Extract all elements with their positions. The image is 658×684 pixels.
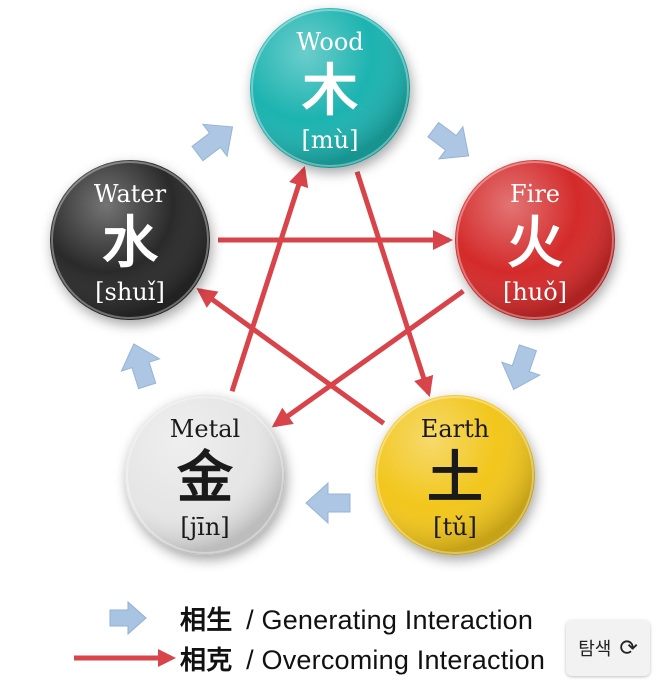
overcoming-arrow-metal-to-wood — [229, 166, 309, 393]
legend-generating: 相生 / Generating Interaction — [70, 598, 630, 638]
overcoming-arrows — [196, 166, 465, 428]
element-fire-english: Fire — [510, 180, 560, 208]
element-earth-english: Earth — [421, 415, 489, 443]
generating-arrow-icon — [70, 598, 180, 638]
element-water-english: Water — [94, 180, 167, 208]
search-badge[interactable]: 탐색 ⟳ — [566, 620, 650, 676]
element-wood-chinese: 木 — [302, 59, 358, 124]
element-water-chinese: 水 — [102, 211, 159, 276]
legend-overcoming-chinese: 相克 — [180, 645, 233, 676]
search-badge-label: 탐색 — [578, 639, 612, 660]
element-wood: Wood 木[mù] — [250, 8, 410, 168]
element-metal-pinyin: [jīn] — [180, 513, 229, 541]
element-metal-chinese: 金 — [176, 446, 234, 511]
element-circles: Wood 木[mù] Fire 火[huǒ] Earth 土[tǔ] Metal 金[jīn]… — [50, 8, 615, 555]
legend-generating-label: / Generating Interaction — [246, 604, 534, 635]
element-metal-english: Metal — [170, 415, 240, 443]
legend-overcoming-label: / Overcoming Interaction — [246, 644, 546, 675]
element-metal: Metal 金[jīn] — [125, 395, 285, 555]
element-water-pinyin: [shuǐ] — [95, 278, 165, 306]
generating-arrow-water-to-wood — [191, 123, 234, 162]
element-earth-chinese: 土 — [427, 446, 483, 511]
generating-arrow-wood-to-fire — [427, 121, 470, 160]
element-fire: Fire 火[huǒ] — [455, 160, 615, 320]
overcoming-arrow-earth-to-water — [196, 288, 386, 426]
legend-overcoming: 相克 / Overcoming Interaction — [70, 638, 630, 678]
overcoming-arrow-icon — [70, 638, 180, 678]
generating-arrows — [120, 121, 541, 525]
element-water: Water 水[shuǐ] — [50, 160, 210, 320]
element-earth-pinyin: [tǔ] — [433, 513, 477, 541]
generating-arrow-earth-to-metal — [305, 481, 351, 525]
refresh-icon[interactable]: ⟳ — [619, 635, 638, 661]
overcoming-arrow-fire-to-metal — [271, 289, 465, 428]
overcoming-arrow-wood-to-earth — [354, 170, 434, 397]
element-earth: Earth 土[tǔ] — [375, 395, 535, 555]
legend-generating-chinese: 相生 — [180, 605, 233, 636]
element-wood-pinyin: [mù] — [302, 126, 359, 154]
element-fire-pinyin: [huǒ] — [503, 278, 567, 306]
generating-arrow-fire-to-earth — [500, 344, 541, 391]
element-wood-english: Wood — [296, 28, 363, 56]
element-fire-chinese: 火 — [507, 211, 563, 276]
generating-arrow-metal-to-water — [120, 343, 161, 390]
